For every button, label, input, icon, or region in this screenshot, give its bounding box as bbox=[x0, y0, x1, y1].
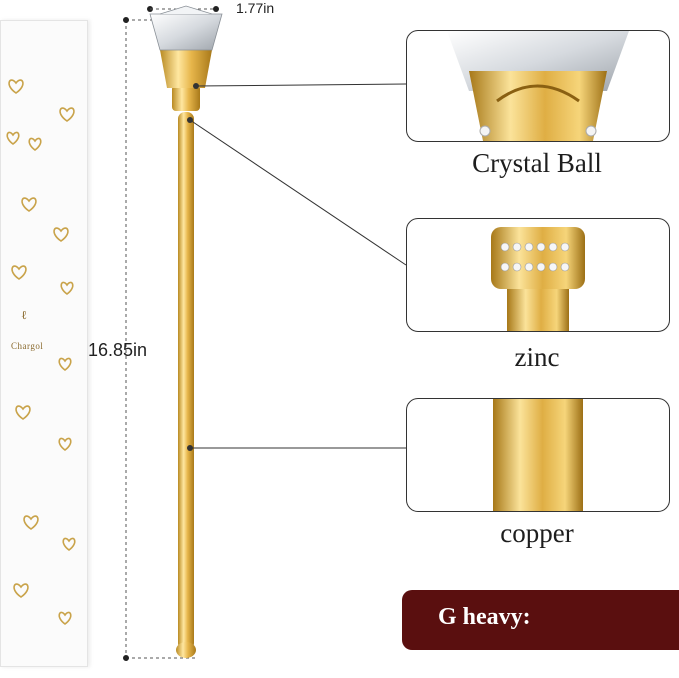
dimension-dots bbox=[123, 6, 219, 661]
zinc-detail-image bbox=[491, 227, 585, 331]
detail-panel-zinc bbox=[406, 218, 670, 332]
crystal-detail-image bbox=[447, 31, 629, 141]
svg-text:ℓ: ℓ bbox=[21, 308, 27, 322]
scepter-collar bbox=[172, 85, 200, 111]
gift-box: Chargol ℓ bbox=[0, 20, 88, 667]
scepter-crown bbox=[160, 50, 212, 88]
scepter-tip bbox=[176, 642, 196, 658]
detail-caption-zinc: zinc bbox=[514, 342, 560, 372]
brand-label: Chargol bbox=[11, 341, 44, 351]
detail-panel-copper bbox=[406, 398, 670, 512]
copper-detail-image bbox=[493, 399, 583, 511]
heart-pattern: ℓ bbox=[6, 79, 76, 625]
crystal-gem bbox=[149, 13, 223, 51]
detail-caption-crystal: Crystal Ball bbox=[472, 148, 602, 178]
dimension-lines bbox=[125, 19, 210, 659]
scepter-rod bbox=[178, 112, 194, 650]
detail-caption-copper: copper bbox=[500, 518, 574, 548]
leader-lines bbox=[189, 83, 407, 449]
detail-panel-crystal bbox=[406, 30, 670, 142]
height-dimension-label: 16.85in bbox=[88, 340, 148, 360]
weight-label: G heavy: bbox=[438, 604, 531, 630]
weight-banner: G heavy: bbox=[402, 590, 679, 650]
width-dimension-label: 1.77in bbox=[236, 0, 275, 16]
